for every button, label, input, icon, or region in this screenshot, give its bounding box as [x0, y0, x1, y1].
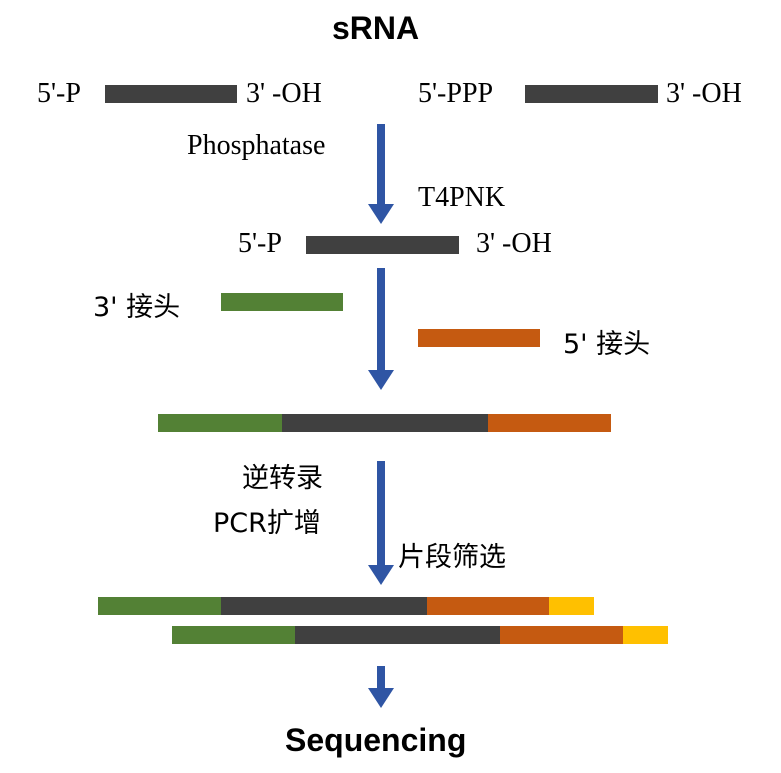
title: sRNA [332, 10, 420, 46]
top-right-rna-bar [525, 85, 658, 103]
ligated-rna-segment [282, 414, 488, 432]
enzyme-phosphatase-label: Phosphatase [187, 130, 326, 161]
arrow-down-icon [368, 124, 394, 224]
arrow-down-icon [368, 666, 394, 708]
library2-adapter5-segment [500, 626, 623, 644]
top-left-rna-bar [105, 85, 237, 103]
library2-adapter3-segment [172, 626, 295, 644]
three-prime-adapter-label: 3' 接头 [93, 292, 181, 323]
sequencing-label: Sequencing [285, 722, 467, 758]
library2-rna-segment [295, 626, 500, 644]
library1-adapter5-segment [427, 597, 549, 615]
library1-index-segment [549, 597, 594, 615]
three-prime-adapter-bar [221, 293, 343, 311]
pcr-amplification-label: PCR扩增 [213, 508, 321, 539]
five-prime-adapter-bar [418, 329, 540, 347]
middle-5prime-label: 5'-P [238, 228, 282, 259]
library2-index-segment [623, 626, 668, 644]
ligated-adapter5-segment [488, 414, 611, 432]
arrow-down-icon [368, 461, 394, 585]
top-left-3prime-label: 3' -OH [246, 78, 322, 109]
middle-rna-bar [306, 236, 459, 254]
five-prime-adapter-label: 5' 接头 [563, 329, 651, 360]
library1-rna-segment [221, 597, 427, 615]
library1-adapter3-segment [98, 597, 221, 615]
top-left-5prime-label: 5'-P [37, 78, 81, 109]
arrow-down-icon [368, 268, 394, 390]
reverse-transcription-label: 逆转录 [242, 463, 323, 494]
top-right-3prime-label: 3' -OH [666, 78, 742, 109]
middle-3prime-label: 3' -OH [476, 228, 552, 259]
enzyme-t4pnk-label: T4PNK [418, 182, 506, 213]
size-selection-label: 片段筛选 [398, 542, 506, 573]
ligated-adapter3-segment [158, 414, 282, 432]
top-right-5prime-label: 5'-PPP [418, 78, 494, 109]
